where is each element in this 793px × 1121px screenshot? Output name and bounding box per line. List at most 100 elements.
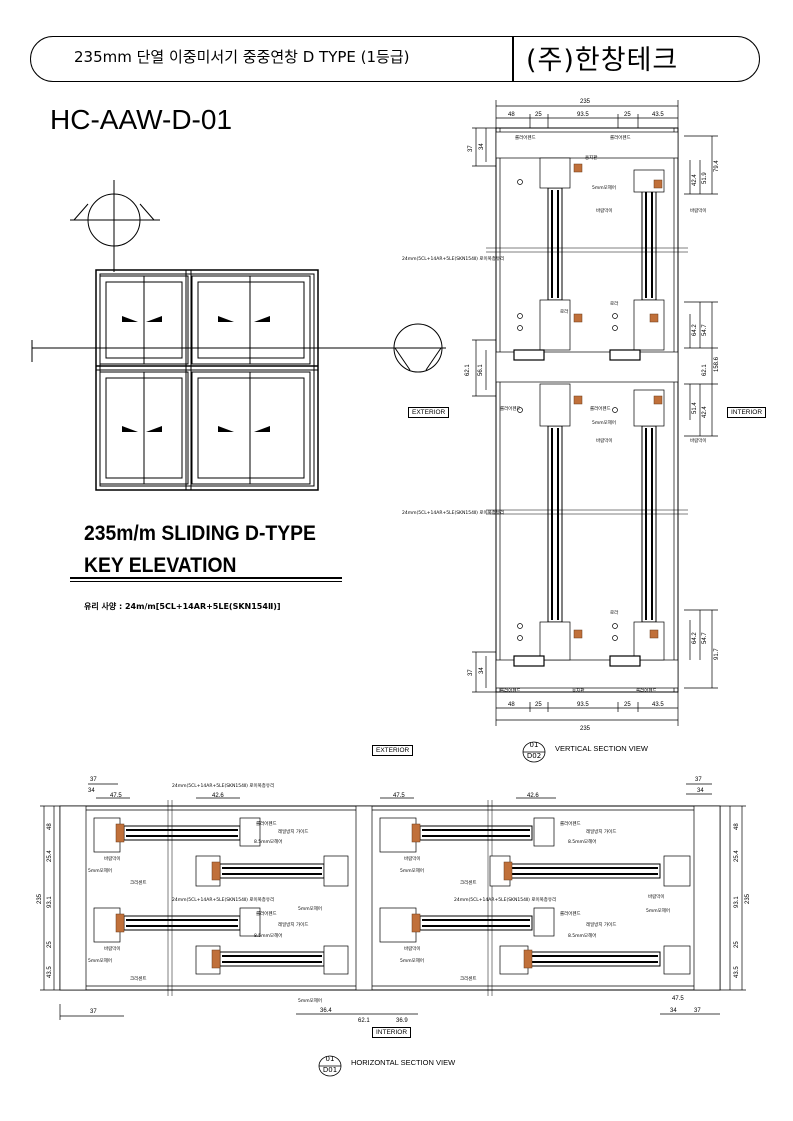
dim-hs-rv5: 43.5 [734,966,740,978]
dim-vs-c: 93.5 [577,112,589,118]
dim-vs-r8: 51.4 [692,402,698,414]
dim-vs-b-a: 48 [508,702,515,708]
key-elevation-underline [70,577,342,579]
section-mark-icon [318,1055,342,1077]
dim-vs-b-total: 235 [580,726,591,732]
dim-vs-l4: 56.1 [478,364,484,376]
horizontal-section-mark: 01 D01 [318,1055,342,1077]
vs-roller-top-1: 롤러어펜드 [515,134,536,141]
dim-hs-bot3: 62.1 [358,1018,370,1024]
hs-moheal85-2: 8.5mm모헤어 [254,932,282,939]
dim-vs-d: 25 [624,112,631,118]
dim-vs-r6: 158.6 [714,356,720,372]
dim-hs-vt: 235 [37,893,43,904]
hs-wind-3: 바람막이 [404,855,421,862]
hs-wind-5: 바람막이 [648,893,665,900]
hs-moheal85-4: 8.5mm모헤어 [568,932,596,939]
vs-wind-4: 바람막이 [690,437,707,444]
dim-hs-bot1: 37 [90,1009,97,1015]
dim-hs-v1: 48 [47,823,53,830]
horizontal-section-caption: HORIZONTAL SECTION VIEW [351,1058,456,1067]
hs-crescent-4: 크리센트 [460,975,477,982]
dim-vs-r11: 54.7 [702,632,708,644]
dim-vs-e: 43.5 [652,112,664,118]
title-block-divider [512,36,514,82]
key-elevation-title-line1: 235m/m SLIDING D-TYPE [84,522,316,545]
hs-wind-4: 바람막이 [404,945,421,952]
horizontal-section-drawing [40,783,746,1020]
dim-hs-a: 47.5 [110,793,122,799]
dim-vs-l5: 37 [468,669,474,676]
dim-hs-rvt: 235 [745,893,751,904]
vs-glass-label-2: 24mm(5CL+14AR+5LE(SKN154Ⅱ) 로이복층유리 [402,509,504,516]
vertical-section-drawing [472,100,718,726]
dim-hs-rv1: 48 [734,823,740,830]
vs-moheal-1: 5mm모헤어 [592,184,616,191]
hs-roller-4: 롤러어펜드 [560,910,581,917]
dim-vs-total: 235 [580,99,591,105]
key-elevation-underline-thin [70,581,342,582]
hs-crescent-1: 크리센트 [130,879,147,886]
vs-lock-3: 로라 [610,609,619,616]
vertical-callouts: 24mm(5CL+14AR+5LE(SKN154Ⅱ) 로이복층유리 24mm(5… [402,134,707,694]
hs-glass-1: 24mm(5CL+14AR+5LE(SKN154Ⅱ) 로이복층유리 [172,782,274,789]
hs-moheal85-1: 8.5mm모헤어 [254,838,282,845]
hs-roller-3: 롤러어펜드 [560,820,581,827]
dim-vs-b: 25 [535,112,542,118]
horizontal-callouts: 24mm(5CL+14AR+5LE(SKN154Ⅱ) 로이복층유리 24mm(5… [88,782,670,1004]
dim-hs-bot5: 47.5 [672,996,684,1002]
dim-vs-l2: 34 [479,143,485,150]
dim-hs-v5: 43.5 [47,966,53,978]
hs-guide-4: 레일방지 가이드 [586,921,616,928]
dim-hs-v3: 93.1 [47,896,53,908]
glass-spec: 유리 사양 : 24m/m[5CL+14AR+5LE(SKN154Ⅱ)] [84,602,281,611]
dim-vs-l3: 62.1 [465,364,471,376]
drawing-code: HC-AAW-D-01 [50,104,233,135]
dim-hs-bot4: 36.9 [396,1018,408,1024]
dim-hs-rv2: 25.4 [734,850,740,862]
vertical-section-caption: VERTICAL SECTION VIEW [555,744,648,753]
hs-wind-1: 바람막이 [104,855,121,862]
dim-vs-r10: 64.2 [692,632,698,644]
hs-moheal5-1: 5mm모헤어 [88,867,112,874]
dim-hs-bot7: 37 [694,1008,701,1014]
vs-mark-top: 01 [529,741,539,749]
dim-hs-bot2: 36.4 [320,1008,332,1014]
vs-roller-bot-2: 롤러어펜드 [636,687,657,694]
vs-bracket-top: 용지판 [585,154,597,161]
dim-vs-a: 48 [508,112,515,118]
vs-lock-2: 로라 [610,300,619,307]
dim-hs-d: 42.6 [527,793,539,799]
vs-lock-1: 로라 [560,308,569,315]
company-name: (주)한창테크 [526,45,679,76]
title-block-frame [30,36,760,82]
key-elevation-drawing [31,180,446,491]
hs-guide-3: 레일방지 가이드 [586,828,616,835]
vs-exterior-tag: EXTERIOR [408,407,450,418]
vs-wind-2: 바람막이 [690,207,707,214]
hs-guide-1: 레일방지 가이드 [278,828,308,835]
hs-exterior-tag: EXTERIOR [372,745,414,756]
dim-vs-b-b: 25 [535,702,542,708]
hs-roller-1: 롤러어펜드 [256,820,277,827]
dim-vs-r2: 51.9 [702,172,708,184]
hs-wind-2: 바람막이 [104,945,121,952]
hs-mark-bottom: D01 [322,1066,338,1074]
dim-hs-bot6: 34 [670,1008,677,1014]
hs-crescent-2: 크리센트 [130,975,147,982]
vertical-dim-labels: 235 48 25 93.5 25 43.5 48 25 93.5 25 43.… [465,99,720,732]
vs-wind-1: 바람막이 [596,207,613,214]
section-mark-icon [522,741,546,763]
hs-mark-top: 01 [325,1055,335,1063]
dim-vs-l1: 37 [468,145,474,152]
dim-hs-left-top: 37 [90,777,97,783]
hs-interior-tag: INTERIOR [372,1027,412,1038]
hs-guide-2: 레일방지 가이드 [278,921,308,928]
hs-moheal5-2: 5mm모헤어 [88,957,112,964]
dim-vs-b-e: 43.5 [652,702,664,708]
hs-glass-2: 24mm(5CL+14AR+5LE(SKN154Ⅱ) 로이복층유리 [172,896,274,903]
dim-vs-r5: 54.7 [702,324,708,336]
hs-crescent-3: 크리센트 [460,879,477,886]
dim-hs-right-top: 37 [695,777,702,783]
vertical-section-mark: 01 D02 [522,741,546,763]
